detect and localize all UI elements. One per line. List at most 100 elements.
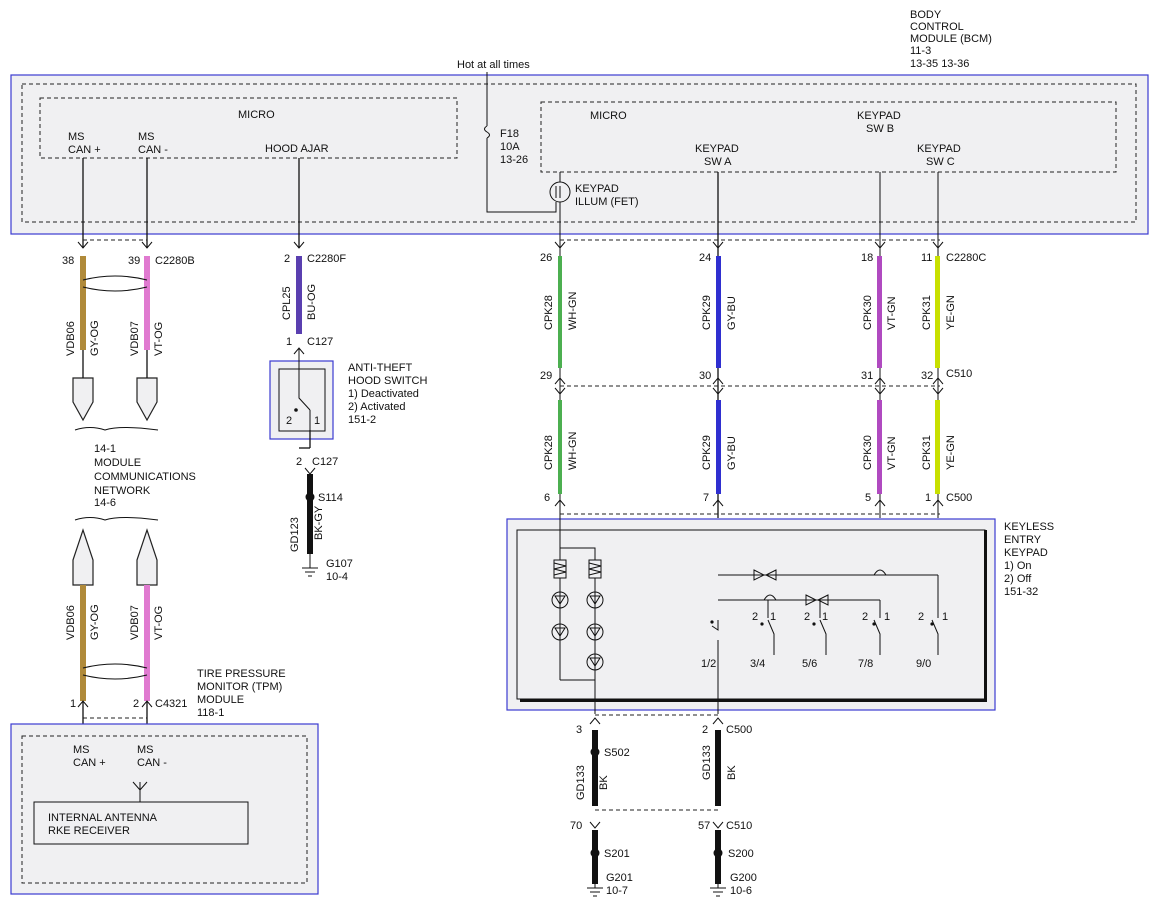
c127-top-label: C127 [307, 336, 333, 348]
wire-vt-og-lower [144, 585, 150, 701]
hood-switch-line-2: HOOD SWITCH [348, 375, 427, 387]
tpm-can-minus-2: CAN - [137, 757, 167, 769]
keypad-line-6: 151-32 [1004, 586, 1038, 598]
keypad-grounds: 3 2 C500 S502 GD133 BK GD133 BK 70 57 C5… [570, 714, 757, 897]
keypad-shadow-bottom [520, 699, 987, 702]
switch-pos2: 2 [752, 611, 758, 623]
keypad-swa-2: SW A [704, 156, 732, 168]
bcm-title-3: MODULE (BCM) [910, 33, 992, 45]
tpm-line-3: MODULE [197, 694, 244, 706]
network-link-left-lower [72, 528, 94, 586]
wire-gy-bu-upper [716, 256, 721, 368]
wire-ye-gn-upper [935, 256, 940, 368]
led-icon-1 [551, 591, 569, 609]
switch-pos1: 1 [822, 611, 828, 623]
hood-switch-line-3: 1) Deactivated [348, 388, 419, 400]
c500-top-label: C500 [946, 492, 972, 504]
keypad-line-3: KEYPAD [1004, 547, 1048, 559]
ground-g200-icon [710, 884, 726, 897]
hood-switch-pos2: 2 [286, 415, 292, 427]
wire-gy-og-label-upper: GY-OG [89, 320, 101, 356]
switch-dot [930, 622, 934, 626]
keypad-illum-2: ILLUM (FET) [575, 196, 639, 208]
ground-g201-icon [587, 884, 603, 897]
hood-switch-inner [278, 368, 326, 432]
pin-70: 70 [570, 820, 582, 832]
bcm-title-1: BODY [910, 9, 942, 21]
key-switch-7-8: 2 1 [862, 600, 890, 655]
hood-switch-dot [294, 408, 298, 412]
wire-cpk30-upper: CPK30 [862, 295, 874, 330]
tpm-can-plus-2: CAN + [73, 757, 106, 769]
keypad-shadow-right [984, 530, 987, 702]
hood-switch-contact [298, 348, 311, 430]
wire-gd123: GD123 [289, 517, 301, 552]
pin-1-c127: 1 [286, 336, 292, 348]
brace-bottom [74, 517, 159, 521]
can-wires-tpm: VDB06 GY-OG VDB07 VT-OG 1 2 C4321 [65, 528, 187, 735]
hood-switch-line-4: 2) Activated [348, 401, 405, 413]
wire-gy-og-lower [80, 585, 86, 701]
led-feed [559, 518, 596, 560]
wire-ye-gn-lower [935, 400, 940, 494]
key-switch-9-0: 2 1 [918, 575, 948, 655]
wire-cpk29-upper: CPK29 [701, 295, 713, 330]
network-link-right-lower [136, 528, 158, 586]
pin-2-tpm: 2 [133, 698, 139, 710]
switch-dot [872, 622, 876, 626]
diode-pair-2 [805, 594, 829, 606]
wire-gy-og-label-lower: GY-OG [89, 604, 101, 640]
antenna-line-1: INTERNAL ANTENNA [48, 812, 158, 824]
brace-top [74, 427, 159, 431]
switch-bus [718, 574, 938, 601]
antenna-box [33, 801, 249, 845]
key-switch-5-6: 2 1 [804, 600, 828, 655]
c500-bot-label: C500 [726, 724, 752, 736]
wire-bk-gy [307, 474, 313, 554]
ground-g107-icon [302, 554, 318, 577]
network-label: 14-1 MODULE COMMUNICATIONS NETWORK 14-6 [74, 427, 196, 521]
wire-vt-og-label-upper: VT-OG [153, 322, 165, 356]
switch-pos1: 1 [884, 611, 890, 623]
switch-contact [819, 600, 827, 655]
wire-ye-gn-label-lower: YE-GN [945, 435, 957, 470]
led-icon-5 [586, 653, 604, 671]
bcm-module: BODY CONTROL MODULE (BCM) 11-3 13-35 13-… [10, 9, 1149, 235]
wire-gy-bu-label-lower: GY-BU [726, 436, 738, 470]
keypad-line-4: 1) On [1004, 560, 1032, 572]
key-switch-3-4: 2 1 [752, 600, 776, 655]
fuse-symbol [484, 125, 490, 139]
wire-cpl25: CPL25 [281, 286, 293, 320]
pin-5: 5 [865, 492, 871, 504]
g201-label-1: G201 [606, 872, 633, 884]
wire-vdb07-upper: VDB07 [129, 321, 141, 356]
c510-arrows-up [554, 377, 944, 385]
pin-18: 18 [861, 252, 873, 264]
c500-bot-arrows [589, 717, 724, 725]
ms-can-minus-1: MS [138, 131, 155, 143]
tpm-line-1: TIRE PRESSURE [197, 668, 286, 680]
pin-11: 11 [921, 252, 932, 264]
c2280b-label: C2280B [155, 255, 195, 267]
wire-vt-og-label-lower: VT-OG [153, 606, 165, 640]
g201-label-2: 10-7 [606, 885, 628, 897]
network-link-right [136, 377, 158, 422]
bcm-title-4: 11-3 [910, 45, 931, 57]
wire-gd133-right: GD133 [701, 745, 713, 780]
bcm-inner-dash [21, 83, 1137, 223]
tpm-line-4: 118-1 [197, 707, 224, 719]
wire-vdb06-upper: VDB06 [65, 321, 77, 356]
c4321-label: C4321 [155, 698, 187, 710]
pin-2-c500: 2 [702, 724, 708, 736]
wire-ye-gn-label-upper: YE-GN [945, 295, 957, 330]
g107-label-1: G107 [326, 558, 353, 570]
wire-cpk28-upper: CPK28 [543, 295, 555, 330]
wire-bk-left-upper [592, 730, 598, 806]
switch-contact [767, 600, 775, 655]
switch-label-3-4: 3/4 [750, 658, 765, 670]
keypad-module: KEYLESS ENTRY KEYPAD 1) On 2) Off 151-32 [506, 518, 1054, 714]
wire-vt-gn-lower [877, 400, 882, 494]
wire-bk-gy-label: BK-GY [313, 505, 325, 540]
hood-switch-pos1: 1 [314, 415, 320, 427]
c2280f-label: C2280F [307, 253, 346, 265]
